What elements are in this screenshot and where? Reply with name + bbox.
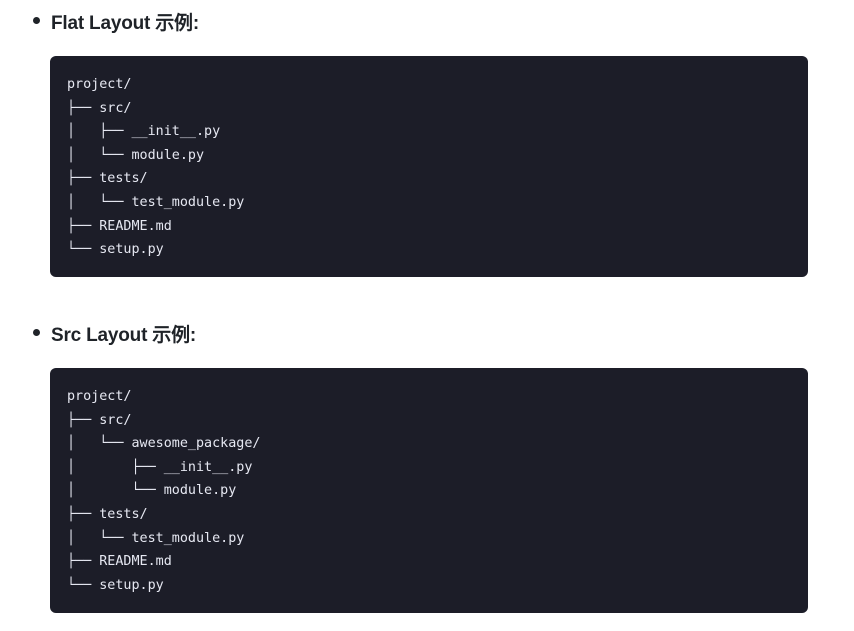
code-content: project/ ├── src/ │ └── awesome_package/ │ … (67, 385, 808, 597)
code-block: project/ ├── src/ │ ├── __init__.py │ └── m… (50, 56, 808, 277)
code-content: project/ ├── src/ │ ├── __init__.py │ └── m… (67, 73, 808, 262)
code-line: ├── tests/ (67, 506, 148, 522)
code-line: │ └── test_module.py (67, 530, 245, 546)
code-block: project/ ├── src/ │ └── awesome_package/ │ … (50, 368, 808, 613)
bullet-icon (33, 329, 40, 336)
bullet-icon (33, 17, 40, 24)
code-line: project/ (67, 389, 132, 404)
code-line: │ ├── __init__.py (67, 124, 221, 140)
code-line: │ ├── __init__.py (67, 459, 253, 475)
code-line: │ └── module.py (67, 483, 237, 499)
code-line: │ └── test_module.py (67, 194, 245, 210)
code-line: └── setup.py (67, 242, 164, 258)
code-line: │ └── module.py (67, 147, 205, 163)
code-line: ├── README.md (67, 554, 172, 570)
section-heading: Flat Layout 示例: (51, 13, 199, 34)
code-line: │ └── awesome_package/ (67, 436, 261, 452)
code-line: ├── README.md (67, 218, 172, 234)
code-line: ├── src/ (67, 412, 132, 428)
section-heading: Src Layout 示例: (51, 325, 196, 346)
code-line: └── setup.py (67, 577, 164, 593)
code-line: ├── src/ (67, 100, 132, 116)
code-line: ├── tests/ (67, 171, 148, 187)
code-line: project/ (67, 77, 132, 92)
